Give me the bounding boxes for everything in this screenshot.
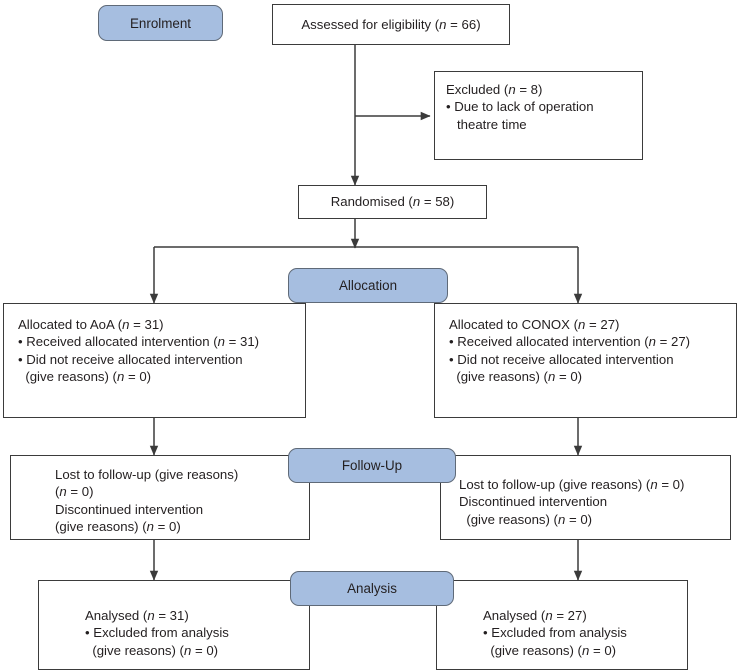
node-analysis-right: Analysed (n = 27) • Excluded from analys… — [436, 580, 688, 670]
stage-badge-followup: Follow-Up — [288, 448, 456, 483]
node-allocation-left-line-2: • Received allocated intervention (n = 3… — [18, 334, 260, 350]
node-excluded-line-1: Excluded (n = 8) — [446, 82, 543, 97]
node-allocation-right-line-1: Allocated to CONOX (n = 27) — [449, 317, 620, 332]
node-allocation-left: Allocated to AoA (n = 31) • Received all… — [3, 303, 306, 418]
node-analysis-right-line-1: Analysed (n = 27) — [483, 608, 587, 623]
node-followup-left-line-1: Lost to follow-up (give reasons) — [55, 467, 239, 482]
node-excluded-line-3: theatre time — [446, 116, 527, 132]
node-followup-right-line-2: Discontinued intervention — [459, 494, 608, 510]
stage-badge-analysis-label: Analysis — [347, 581, 397, 596]
node-followup-left-line-3: Discontinued intervention — [55, 501, 204, 517]
node-allocation-left-line-4: (give reasons) (n = 0) — [18, 369, 152, 385]
node-randomised-text: Randomised (n = 58) — [330, 194, 455, 210]
node-analysis-left-line-3: (give reasons) (n = 0) — [85, 642, 219, 658]
node-analysis-right-line-2: • Excluded from analysis — [483, 625, 627, 641]
node-allocation-right-line-4: (give reasons) (n = 0) — [449, 369, 583, 385]
node-followup-left-line-2: (n = 0) — [55, 484, 94, 500]
node-analysis-right-line-3: (give reasons) (n = 0) — [483, 642, 617, 658]
node-analysis-left: Analysed (n = 31) • Excluded from analys… — [38, 580, 310, 670]
node-allocation-right: Allocated to CONOX (n = 27) • Received a… — [434, 303, 737, 418]
node-randomised: Randomised (n = 58) — [298, 185, 487, 219]
node-followup-left: Lost to follow-up (give reasons) (n = 0)… — [10, 455, 310, 540]
node-followup-right: Lost to follow-up (give reasons) (n = 0)… — [440, 455, 731, 540]
node-excluded-line-2: • Due to lack of operation — [446, 99, 594, 115]
node-excluded: Excluded (n = 8) • Due to lack of operat… — [434, 71, 643, 160]
stage-badge-analysis: Analysis — [290, 571, 454, 606]
node-allocation-right-line-3: • Did not receive allocated intervention — [449, 351, 674, 367]
stage-badge-enrolment-label: Enrolment — [129, 15, 192, 31]
stage-badge-allocation-label: Allocation — [338, 278, 398, 293]
node-followup-right-line-1: Lost to follow-up (give reasons) (n = 0) — [459, 477, 685, 492]
stage-badge-enrolment: Enrolment — [98, 5, 223, 41]
node-allocation-left-line-1: Allocated to AoA (n = 31) — [18, 317, 164, 332]
node-assessed-for-eligibility: Assessed for eligibility (n = 66) — [272, 4, 510, 45]
stage-badge-allocation: Allocation — [288, 268, 448, 303]
node-analysis-left-line-2: • Excluded from analysis — [85, 625, 229, 641]
node-followup-right-line-3: (give reasons) (n = 0) — [459, 511, 593, 527]
node-assessed-for-eligibility-text: Assessed for eligibility (n = 66) — [301, 16, 481, 32]
stage-badge-followup-label: Follow-Up — [341, 458, 403, 473]
node-allocation-left-line-3: • Did not receive allocated intervention — [18, 351, 243, 367]
node-allocation-right-line-2: • Received allocated intervention (n = 2… — [449, 334, 691, 350]
node-followup-left-line-4: (give reasons) (n = 0) — [55, 519, 181, 535]
node-analysis-left-line-1: Analysed (n = 31) — [85, 608, 189, 623]
